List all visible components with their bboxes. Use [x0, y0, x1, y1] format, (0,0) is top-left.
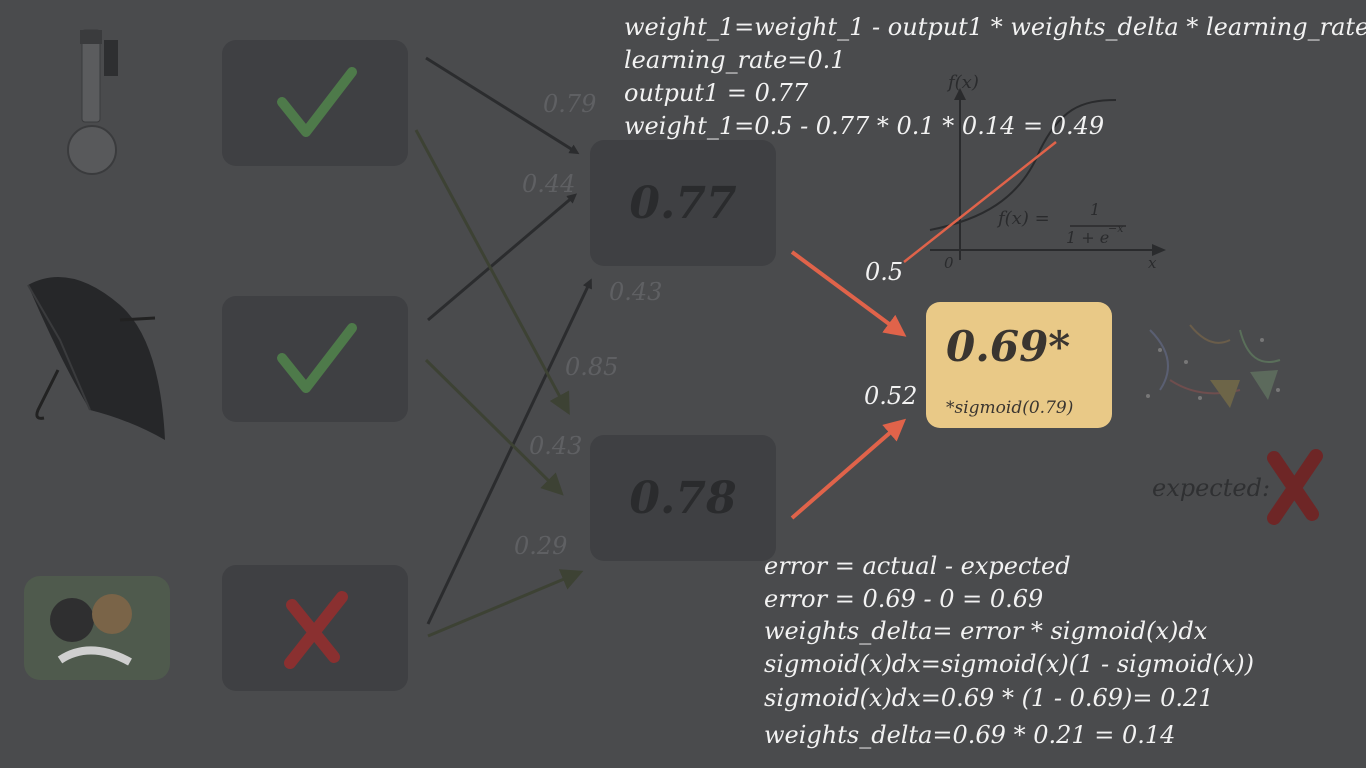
confetti-image	[1146, 324, 1281, 408]
error-equation-2: error = 0.69 - 0 = 0.69	[764, 585, 1044, 613]
output-node: 0.69* *sigmoid(0.79)	[926, 302, 1112, 428]
arrow-hidden2-output	[790, 418, 907, 520]
formula-exponent: −x	[1108, 222, 1124, 235]
input-box-1	[222, 40, 408, 166]
output-input-2: 0.52	[864, 382, 918, 410]
error-equation-3: weights_delta= error * sigmoid(x)dx	[764, 617, 1208, 645]
input-box-2	[222, 296, 408, 422]
weight-label: 0.43	[529, 432, 583, 460]
origin-label: 0	[944, 254, 954, 272]
cross-icon	[1267, 449, 1323, 525]
weight-label: 0.43	[609, 278, 663, 306]
check-icon	[277, 67, 357, 137]
weight-label: 0.79	[543, 90, 597, 118]
error-equation-4: sigmoid(x)dx=sigmoid(x)(1 - sigmoid(x))	[764, 650, 1254, 678]
check-icon	[277, 323, 357, 393]
vodka-bottle-image	[67, 29, 118, 175]
update-equation-2: learning_rate=0.1	[624, 46, 846, 74]
arrow-input3-hidden2	[427, 569, 584, 638]
x-axis-label: x	[1148, 254, 1157, 272]
cross-icon	[284, 591, 348, 669]
expected-label: expected:	[1152, 474, 1271, 502]
update-equation-4: weight_1=0.5 - 0.77 * 0.1 * 0.14 = 0.49	[624, 112, 1105, 140]
arrow-input2-hidden1	[427, 193, 578, 322]
output-input-1: 0.5	[865, 258, 904, 286]
update-equation-3: output1 = 0.77	[624, 79, 809, 107]
arrow-input2-hidden2	[424, 358, 564, 496]
update-equation-1: weight_1=weight_1 - output1 * weights_de…	[624, 13, 1366, 41]
sigmoid-highlight-line	[903, 141, 1057, 263]
output-note: *sigmoid(0.79)	[946, 398, 1074, 418]
error-equation-6: weights_delta=0.69 * 0.21 = 0.14	[764, 721, 1176, 749]
weight-label: 0.29	[514, 532, 568, 560]
hidden-node-1: 0.77	[590, 140, 776, 266]
output-value: 0.69*	[946, 322, 1071, 371]
hidden-node-2: 0.78	[590, 435, 776, 561]
weight-label: 0.44	[522, 170, 576, 198]
error-equation-1: error = actual - expected	[764, 552, 1071, 580]
formula-denominator: 1 + e	[1066, 228, 1110, 247]
error-equation-5: sigmoid(x)dx=0.69 * (1 - 0.69)= 0.21	[764, 684, 1214, 712]
friends-image	[24, 576, 170, 680]
weight-label: 0.85	[565, 353, 619, 381]
fx-label: f(x)	[948, 72, 979, 93]
umbrella-image	[27, 276, 165, 440]
formula-left: f(x) =	[998, 208, 1050, 229]
input-box-3	[222, 565, 408, 691]
formula-numerator: 1	[1090, 200, 1101, 219]
